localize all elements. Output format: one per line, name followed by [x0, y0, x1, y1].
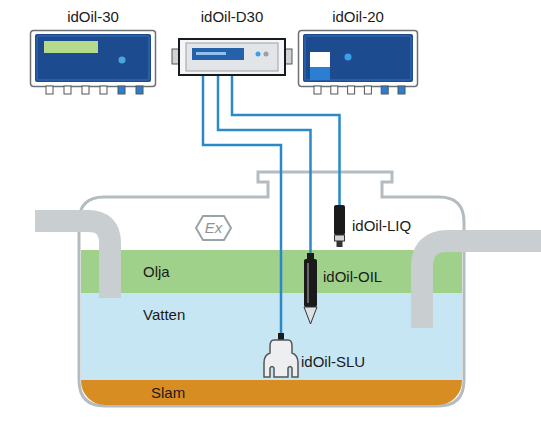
device-display [192, 48, 244, 60]
sensor-cable [203, 76, 281, 333]
sensor-probe: idOil-LIQ [333, 205, 414, 247]
sludge-sensor-body [264, 340, 298, 377]
layer-band: Slam [81, 380, 462, 405]
layer-band: Olja [81, 250, 462, 293]
controller-drawing [30, 30, 156, 96]
terminal [364, 86, 371, 94]
terminal [348, 86, 355, 94]
controller-unit: idOil-20 [298, 8, 418, 96]
sensor-cap [278, 333, 284, 340]
controller-unit: idOil-D30 [178, 8, 286, 76]
sensor-body [334, 205, 345, 235]
terminal [64, 86, 71, 94]
device-panel [303, 34, 413, 82]
controller-unit: idOil-30 [30, 8, 156, 96]
terminal [100, 86, 107, 94]
status-led [264, 52, 269, 57]
sensor-probe: idOil-SLU [262, 333, 368, 378]
panel-frame [37, 36, 149, 80]
terminal [398, 86, 405, 94]
terminal [331, 86, 338, 94]
status-led [345, 54, 352, 61]
device-label: idOil-20 [298, 8, 418, 26]
device-panel [35, 34, 151, 82]
device-display [310, 52, 330, 80]
device-panel [186, 43, 278, 71]
terminal [314, 86, 321, 94]
outlet-pipe [422, 241, 541, 328]
device-casing [299, 31, 418, 87]
sensor-cable [218, 76, 311, 253]
layer-name: Olja [143, 263, 170, 281]
sensor-ring [335, 235, 345, 241]
sensor-drawing [333, 205, 346, 247]
status-led [119, 57, 126, 64]
sensor-tip [337, 241, 343, 247]
sensor-highlight [307, 263, 309, 303]
sensor-label: idOil-LIQ [352, 217, 411, 235]
device-label: idOil-30 [30, 8, 156, 26]
terminal [46, 86, 53, 94]
display-line [196, 52, 226, 55]
controller-drawing [178, 38, 286, 76]
display-bar [310, 67, 330, 80]
controller-drawing [298, 30, 418, 96]
terminal [82, 86, 89, 94]
sensor-cap [307, 253, 314, 259]
ex-hexagon [196, 216, 231, 240]
device-display [44, 41, 98, 53]
sensor-probe: idOil-OIL [303, 253, 385, 325]
panel-frame [305, 36, 411, 80]
terminal [118, 86, 125, 94]
device-label: idOil-D30 [178, 8, 286, 26]
sensor-drawing [303, 253, 318, 325]
layer-band: Vatten idOil-SLU [81, 293, 462, 380]
sensor-drawing [262, 333, 300, 378]
sensor-cable [232, 76, 340, 205]
device-casing [179, 39, 285, 75]
inlet-pipe [35, 221, 110, 298]
terminal [136, 86, 143, 94]
sensor-label: idOil-OIL [323, 268, 382, 286]
sensor-body [304, 259, 317, 307]
layer-name: Vatten [143, 306, 185, 324]
status-led [256, 52, 261, 57]
layer-name: Slam [151, 384, 185, 402]
device-casing [31, 31, 156, 87]
sensor-label: idOil-SLU [301, 353, 365, 371]
rail-clip [285, 49, 292, 64]
tank-outline [79, 172, 464, 406]
ex-mark: Ex [205, 219, 223, 237]
terminal [381, 86, 388, 94]
rail-clip [172, 49, 179, 64]
